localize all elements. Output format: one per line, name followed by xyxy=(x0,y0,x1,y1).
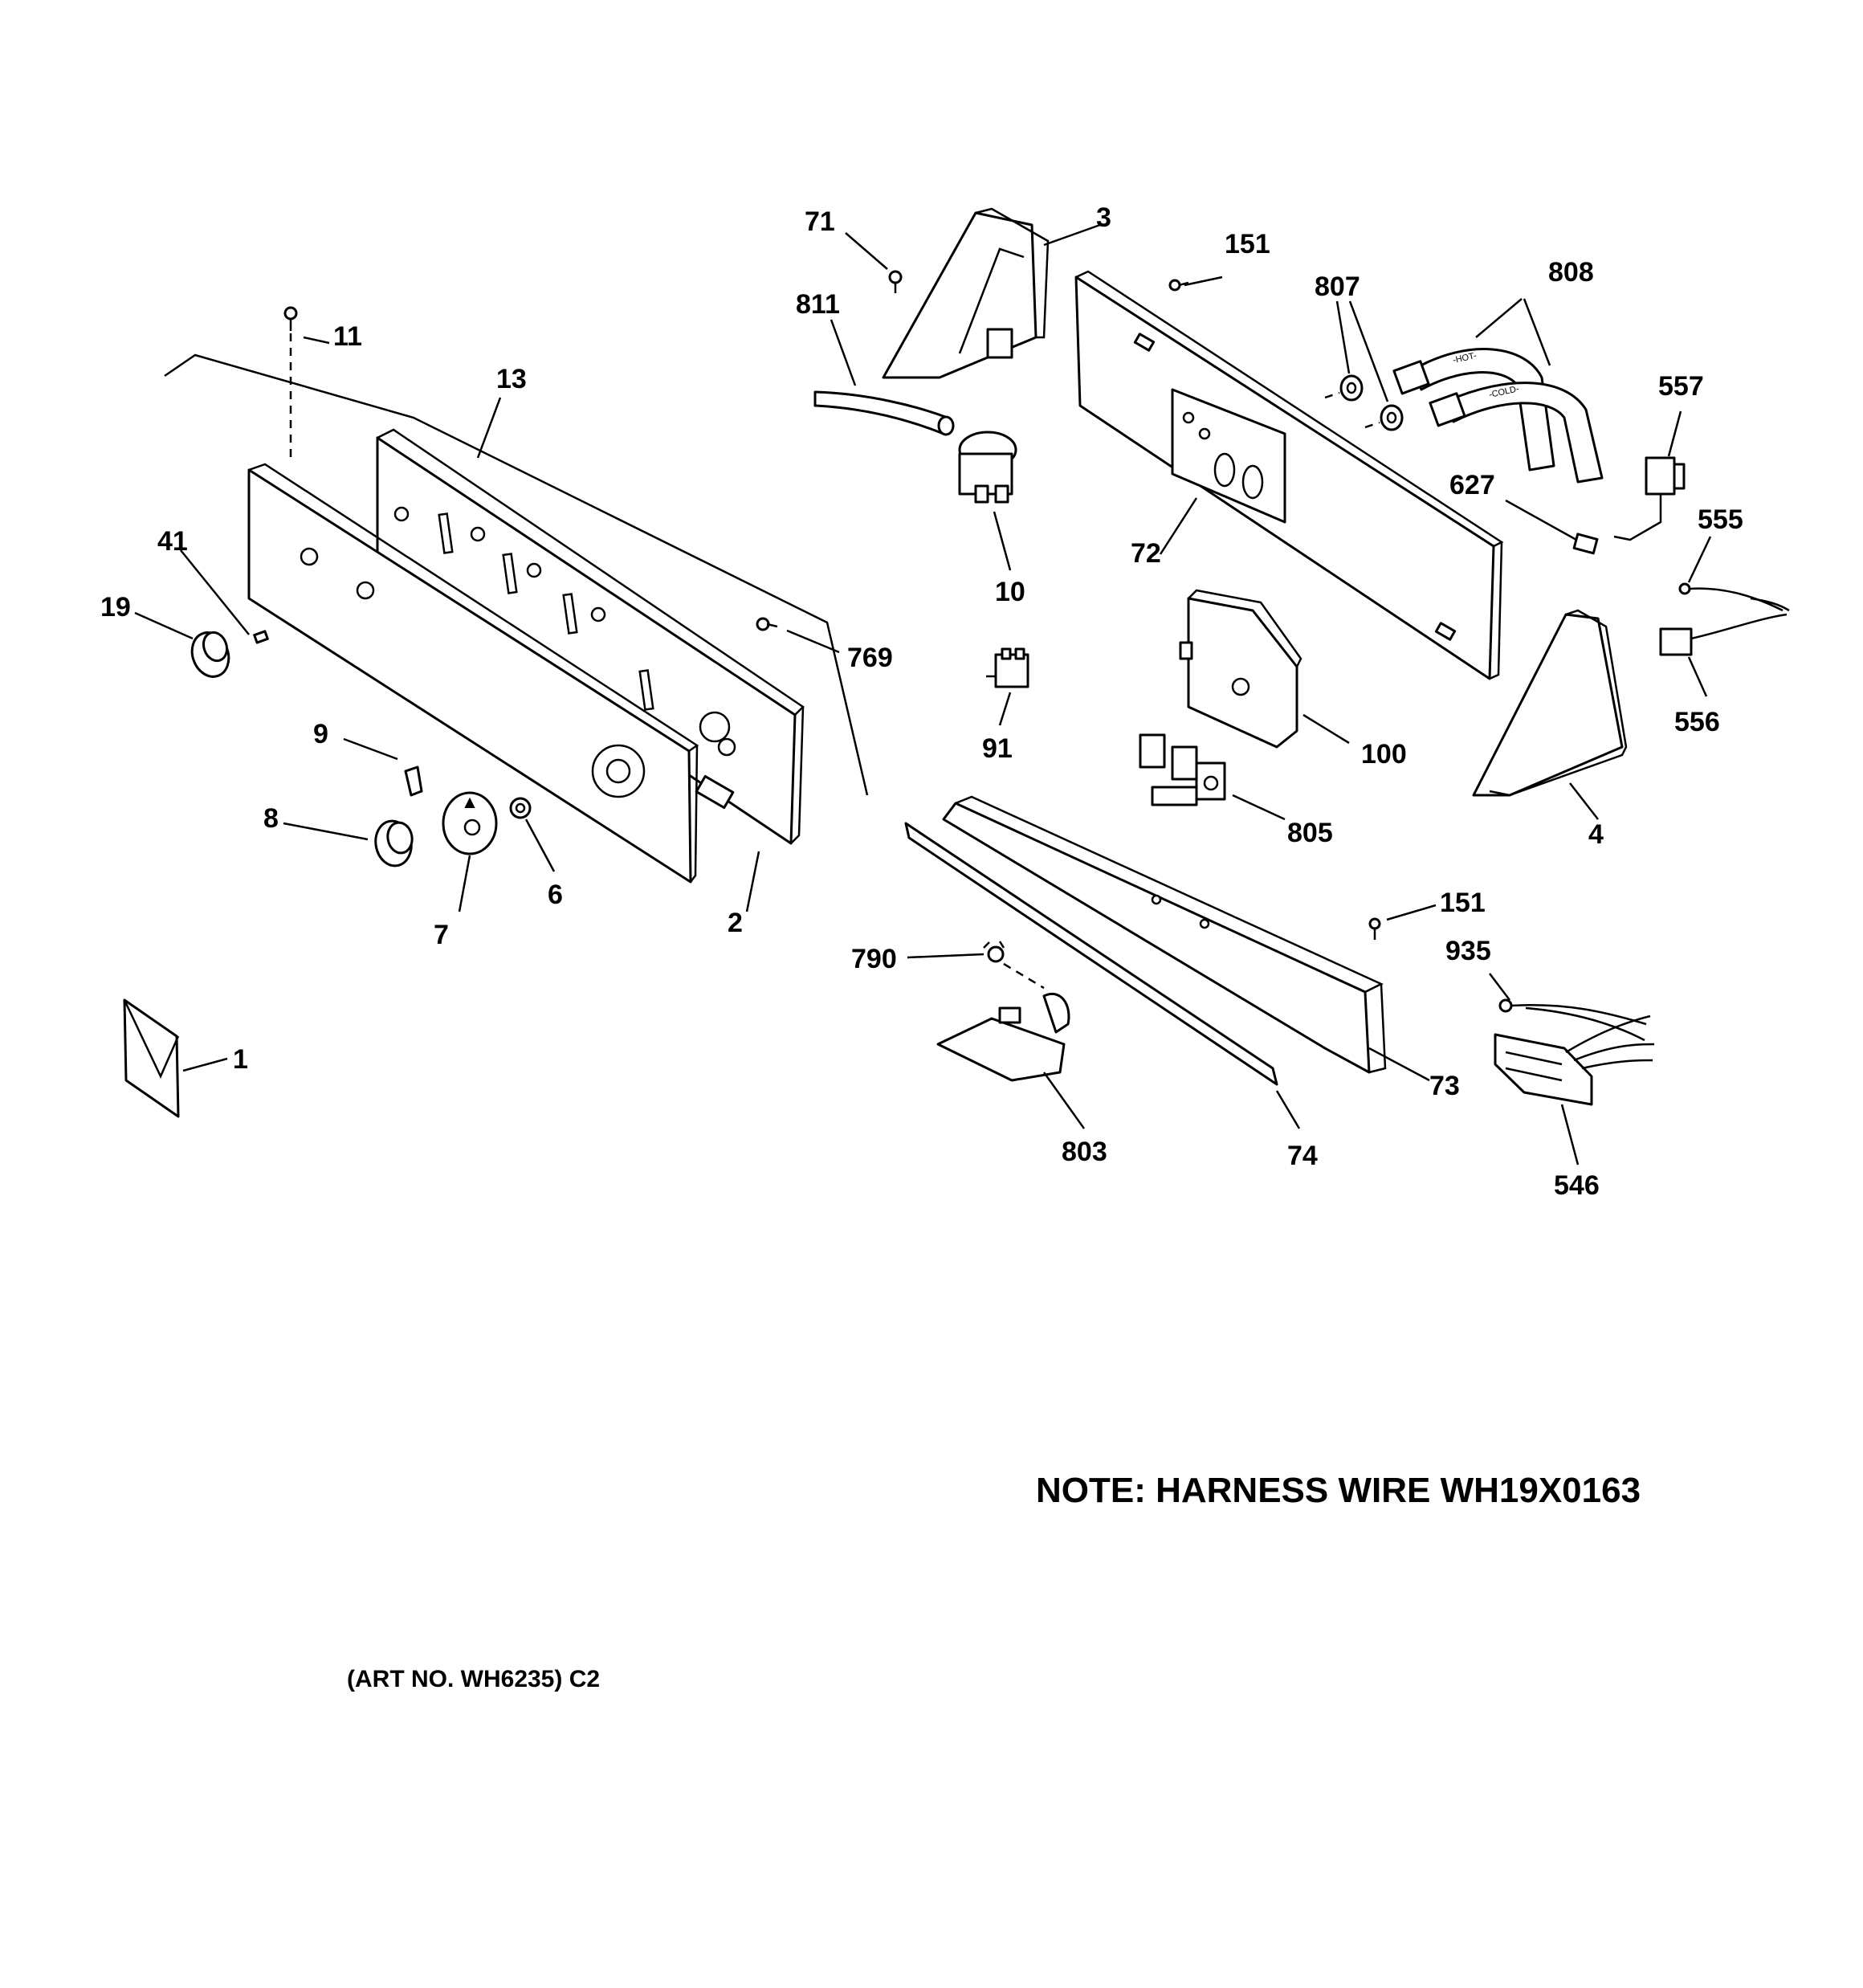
part-557-connector xyxy=(1613,456,1686,541)
part-555-wire xyxy=(1678,582,1790,612)
callout-627: 627 xyxy=(1449,470,1495,500)
part-627-plug xyxy=(1572,533,1599,555)
callout-805: 805 xyxy=(1287,818,1333,848)
callout-9: 9 xyxy=(313,719,328,749)
callout-91: 91 xyxy=(982,733,1013,764)
part-91-switch xyxy=(986,647,1029,688)
callout-557: 557 xyxy=(1658,371,1704,402)
callout-19: 19 xyxy=(100,592,131,623)
leader-lines xyxy=(134,223,1712,1165)
part-74-trim-strip xyxy=(904,822,1278,1086)
part-556-connector xyxy=(1659,613,1788,656)
callout-546: 546 xyxy=(1554,1170,1600,1201)
part-11-screw xyxy=(283,306,298,458)
callout-71: 71 xyxy=(805,206,835,237)
part-41-spring xyxy=(253,630,269,644)
callout-41: 41 xyxy=(157,526,188,557)
part-151-screw-top xyxy=(1168,279,1189,292)
part-8-knob xyxy=(374,819,414,867)
callout-151-bottom: 151 xyxy=(1440,888,1486,918)
part-935-wire-lead xyxy=(1498,998,1647,1042)
callout-labels: 3 71 811 11 13 41 19 9 8 7 6 2 769 10 91… xyxy=(100,202,1743,1201)
part-1-envelope xyxy=(123,998,180,1118)
callout-6: 6 xyxy=(548,880,563,910)
part-71-screw xyxy=(888,270,903,293)
callout-769: 769 xyxy=(847,643,893,673)
part-72-rear-panel xyxy=(1074,270,1504,680)
callout-7: 7 xyxy=(434,920,449,950)
callout-74: 74 xyxy=(1287,1141,1318,1171)
part-100-timer xyxy=(1179,589,1302,749)
part-19-knob xyxy=(190,631,230,678)
part-803-dispenser xyxy=(936,993,1070,1082)
callout-790: 790 xyxy=(851,944,897,974)
part-6-nut xyxy=(509,797,532,819)
callout-73: 73 xyxy=(1429,1071,1460,1101)
part-7-dial xyxy=(442,791,498,855)
part-3-end-bracket xyxy=(882,207,1050,379)
callout-8: 8 xyxy=(263,803,279,834)
callout-811: 811 xyxy=(796,289,840,320)
part-151-screw-bottom xyxy=(1368,917,1381,940)
callout-10: 10 xyxy=(995,577,1025,607)
callout-935: 935 xyxy=(1445,936,1491,966)
callout-808: 808 xyxy=(1548,257,1594,288)
part-9-clip xyxy=(404,765,423,797)
part-807-washers xyxy=(1324,374,1404,431)
callout-72: 72 xyxy=(1131,538,1161,569)
callout-555: 555 xyxy=(1698,504,1743,535)
part-811-tube xyxy=(813,390,955,436)
callout-151-top: 151 xyxy=(1225,229,1270,259)
part-546-harness-connector xyxy=(1494,1014,1655,1106)
harness-note: NOTE: HARNESS WIRE WH19X0163 xyxy=(1036,1471,1641,1510)
callout-100: 100 xyxy=(1361,739,1407,769)
part-808-fill-hoses: -HOT- -COLD- xyxy=(1392,348,1604,484)
part-805-water-valve xyxy=(1139,733,1226,806)
part-73-bracket xyxy=(942,795,1387,1074)
callout-11: 11 xyxy=(333,321,362,352)
art-number: (ART NO. WH6235) C2 xyxy=(347,1666,600,1692)
part-2-control-panel xyxy=(247,463,699,884)
part-4-end-bracket xyxy=(1472,609,1628,797)
callout-3: 3 xyxy=(1096,202,1111,233)
part-769-screw xyxy=(756,617,778,631)
callout-803: 803 xyxy=(1062,1137,1107,1167)
part-10-pressure-switch xyxy=(958,431,1017,504)
part-790-clamp xyxy=(983,941,1005,963)
callout-1: 1 xyxy=(233,1044,248,1075)
callout-2: 2 xyxy=(728,908,743,938)
callout-556: 556 xyxy=(1674,707,1720,737)
callout-13: 13 xyxy=(496,364,527,394)
callout-4: 4 xyxy=(1588,819,1604,850)
callout-807: 807 xyxy=(1315,271,1360,302)
